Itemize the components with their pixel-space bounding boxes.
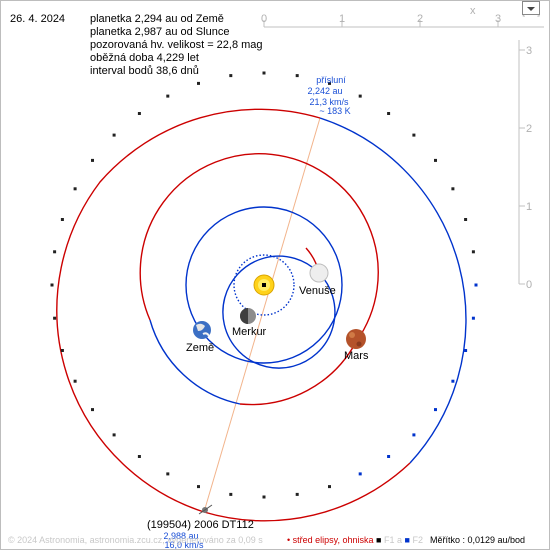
info-magnitude: pozorovaná hv. velikost = 22,8 mag — [90, 39, 263, 51]
orbit-point — [471, 316, 475, 320]
orbit-point — [53, 316, 57, 320]
footer: © 2024 Astronomia, astronomia.zcu.cz, vy… — [0, 532, 550, 548]
date-label: 26. 4. 2024 — [10, 13, 66, 25]
orbit-point — [474, 283, 478, 287]
orbit-point — [229, 74, 233, 78]
earth-orbit — [185, 206, 343, 364]
x-tick-1: 1 — [339, 13, 345, 25]
orbit-point — [229, 492, 233, 496]
orbit-point — [358, 94, 362, 98]
asteroid-speed: 16,0 km/s — [164, 540, 204, 550]
orbit-point — [197, 81, 200, 85]
right-axis — [518, 40, 525, 285]
orbit-point — [60, 218, 64, 221]
earth-label: Země — [186, 342, 214, 354]
info-sun-distance: planetka 2,987 au od Slunce — [90, 26, 230, 38]
orbit-point — [73, 187, 77, 191]
asteroid-marker — [198, 504, 213, 515]
legend: • střed elipsy, ohniska ■ F1 a ■ F2 — [287, 535, 423, 545]
venus-label: Venuše — [299, 285, 336, 297]
asteroid-orbit-blue — [319, 117, 467, 464]
info-orbital-period: oběžná doba 4,229 let — [90, 52, 199, 64]
y-tick-1: 1 — [526, 201, 532, 213]
perihelion-temperature: ~ 183 K — [319, 106, 350, 116]
orbit-point — [328, 81, 331, 85]
orbit-point — [53, 250, 57, 254]
venus-planet — [309, 263, 329, 283]
orbit-point — [91, 158, 94, 162]
orbit-point — [137, 112, 141, 115]
y-tick-3: 3 — [526, 45, 532, 57]
top-axis — [263, 20, 544, 28]
perihelion-distance: 2,242 au — [307, 86, 342, 96]
orbit-point — [358, 472, 362, 476]
orbit-point — [328, 485, 331, 489]
mars-label: Mars — [344, 350, 369, 362]
asteroid-distance: 2,988 au — [163, 531, 198, 541]
orbit-point — [295, 492, 299, 496]
mars-orbit-blue — [149, 319, 241, 405]
orbit-point — [295, 74, 299, 78]
orbit-point — [112, 133, 116, 137]
legend-f1: F1 a — [384, 535, 403, 545]
legend-f2: F2 — [412, 535, 423, 545]
legend-center: • střed elipsy, ohniska — [287, 535, 374, 545]
sun — [253, 274, 275, 296]
x-tick-3: 3 — [495, 13, 501, 25]
mercury-planet — [240, 308, 256, 324]
orbit-point — [262, 495, 266, 499]
info-panel: planetka 2,294 au od Země planetka 2,987… — [90, 13, 263, 78]
orbit-point — [112, 433, 116, 437]
orbit-point — [166, 472, 170, 476]
asteroid-name: (199504) 2006 DT112 — [147, 519, 254, 531]
mars-orbit-red — [139, 153, 379, 406]
orbit-point — [387, 455, 391, 458]
orbit-point — [464, 218, 468, 221]
orbit-point — [412, 433, 416, 437]
orbit-point — [166, 94, 170, 98]
orbit-point — [471, 250, 475, 254]
mars-planet — [346, 329, 366, 349]
orbit-point — [91, 408, 94, 412]
orbit-point — [451, 379, 455, 383]
mercury-orbit — [233, 254, 295, 316]
asteroid-orbit-red — [56, 108, 411, 522]
orbit-point — [387, 112, 391, 115]
perihelion-speed: 21,3 km/s — [309, 97, 349, 107]
orbit-point — [50, 283, 54, 287]
x-tick-2: 2 — [417, 13, 423, 25]
x-axis-label: x — [470, 5, 476, 17]
orbit-point — [137, 455, 141, 458]
orbit-point — [412, 133, 416, 137]
orbit-point — [197, 485, 200, 489]
scale-label: Měřítko : 0,0129 au/bod — [430, 535, 526, 545]
credit-text: © 2024 Astronomia, astronomia.zcu.cz, vy… — [8, 535, 263, 545]
earth-planet — [193, 321, 211, 339]
orbit-point — [60, 349, 64, 352]
unit-select[interactable] — [522, 1, 540, 15]
mercury-label: Merkur — [232, 326, 267, 338]
y-tick-2: 2 — [526, 123, 532, 135]
info-earth-distance: planetka 2,294 au od Země — [90, 13, 224, 25]
orbit-point — [464, 349, 468, 352]
asteroid-orbit-points — [50, 71, 478, 499]
orbit-point — [262, 71, 266, 75]
orbit-point — [434, 408, 437, 412]
y-tick-0: 0 — [526, 279, 532, 291]
perihelion-title: přísluní — [316, 75, 346, 85]
orbit-point — [434, 158, 437, 162]
orbit-point — [73, 379, 77, 383]
x-tick-0: 0 — [261, 13, 267, 25]
orbit-point — [451, 187, 455, 191]
info-point-interval: interval bodů 38,6 dnů — [90, 65, 199, 77]
venus-orbit-blue — [222, 255, 336, 369]
